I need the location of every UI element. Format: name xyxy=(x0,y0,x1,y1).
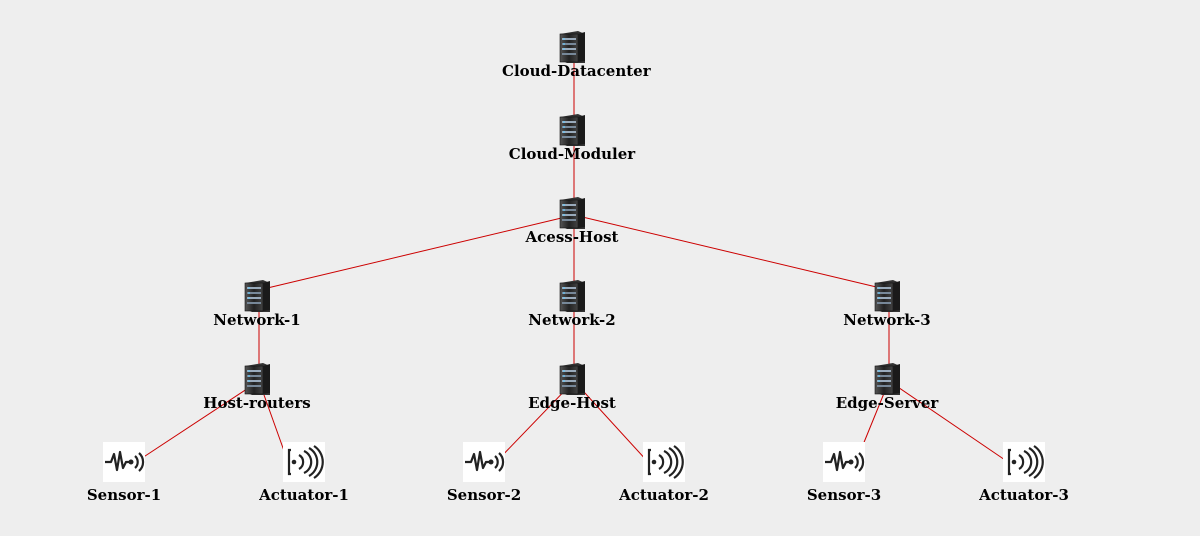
node-label: Sensor-1 xyxy=(86,486,162,504)
link-edge-host-to-sensor-2 xyxy=(495,380,575,463)
node-label: Cloud-Moduler xyxy=(508,145,636,163)
server-icon xyxy=(187,279,327,313)
node-edge-host[interactable]: Edge-Host xyxy=(502,362,642,412)
node-network-3[interactable]: Network-3 xyxy=(817,279,957,329)
server-icon xyxy=(817,279,957,313)
node-sensor-1[interactable]: Sensor-1 xyxy=(54,442,194,504)
server-icon xyxy=(502,30,642,64)
node-acess-host[interactable]: Acess-Host xyxy=(502,196,642,246)
server-icon xyxy=(502,113,642,147)
node-cloud-datacenter[interactable]: Cloud-Datacenter xyxy=(502,30,651,80)
server-icon xyxy=(502,279,642,313)
node-label: Edge-Server xyxy=(835,394,939,412)
node-label: Actuator-1 xyxy=(259,486,349,504)
node-label: Actuator-3 xyxy=(979,486,1069,504)
node-label: Network-3 xyxy=(843,311,931,329)
node-edge-server[interactable]: Edge-Server xyxy=(817,362,957,412)
node-label: Sensor-2 xyxy=(446,486,522,504)
node-label: Edge-Host xyxy=(528,394,616,412)
sensor-icon xyxy=(414,442,554,482)
node-label: Acess-Host xyxy=(525,228,619,246)
sensor-icon xyxy=(774,442,914,482)
node-label: Network-1 xyxy=(213,311,301,329)
actuator-icon xyxy=(234,442,374,482)
node-label: Host-routers xyxy=(203,394,311,412)
link-edge-server-to-actuator-3 xyxy=(888,380,1009,463)
server-icon xyxy=(502,362,642,396)
node-network-1[interactable]: Network-1 xyxy=(187,279,327,329)
sensor-icon xyxy=(54,442,194,482)
server-icon xyxy=(187,362,327,396)
node-sensor-2[interactable]: Sensor-2 xyxy=(414,442,554,504)
link-edge-host-to-actuator-2 xyxy=(573,380,649,463)
node-network-2[interactable]: Network-2 xyxy=(502,279,642,329)
node-cloud-moduler[interactable]: Cloud-Moduler xyxy=(502,113,642,163)
server-icon xyxy=(817,362,957,396)
link-acess-host-to-network-3 xyxy=(573,214,890,291)
node-label: Actuator-2 xyxy=(619,486,709,504)
node-actuator-3[interactable]: Actuator-3 xyxy=(954,442,1094,504)
node-label: Sensor-3 xyxy=(806,486,882,504)
link-acess-host-to-network-1 xyxy=(258,214,575,291)
link-host-routers-to-sensor-1 xyxy=(135,380,260,463)
node-label: Network-2 xyxy=(528,311,616,329)
node-label: Cloud-Datacenter xyxy=(502,62,651,80)
actuator-icon xyxy=(954,442,1094,482)
actuator-icon xyxy=(594,442,734,482)
node-sensor-3[interactable]: Sensor-3 xyxy=(774,442,914,504)
node-host-routers[interactable]: Host-routers xyxy=(187,362,327,412)
node-actuator-1[interactable]: Actuator-1 xyxy=(234,442,374,504)
node-actuator-2[interactable]: Actuator-2 xyxy=(594,442,734,504)
server-icon xyxy=(502,196,642,230)
